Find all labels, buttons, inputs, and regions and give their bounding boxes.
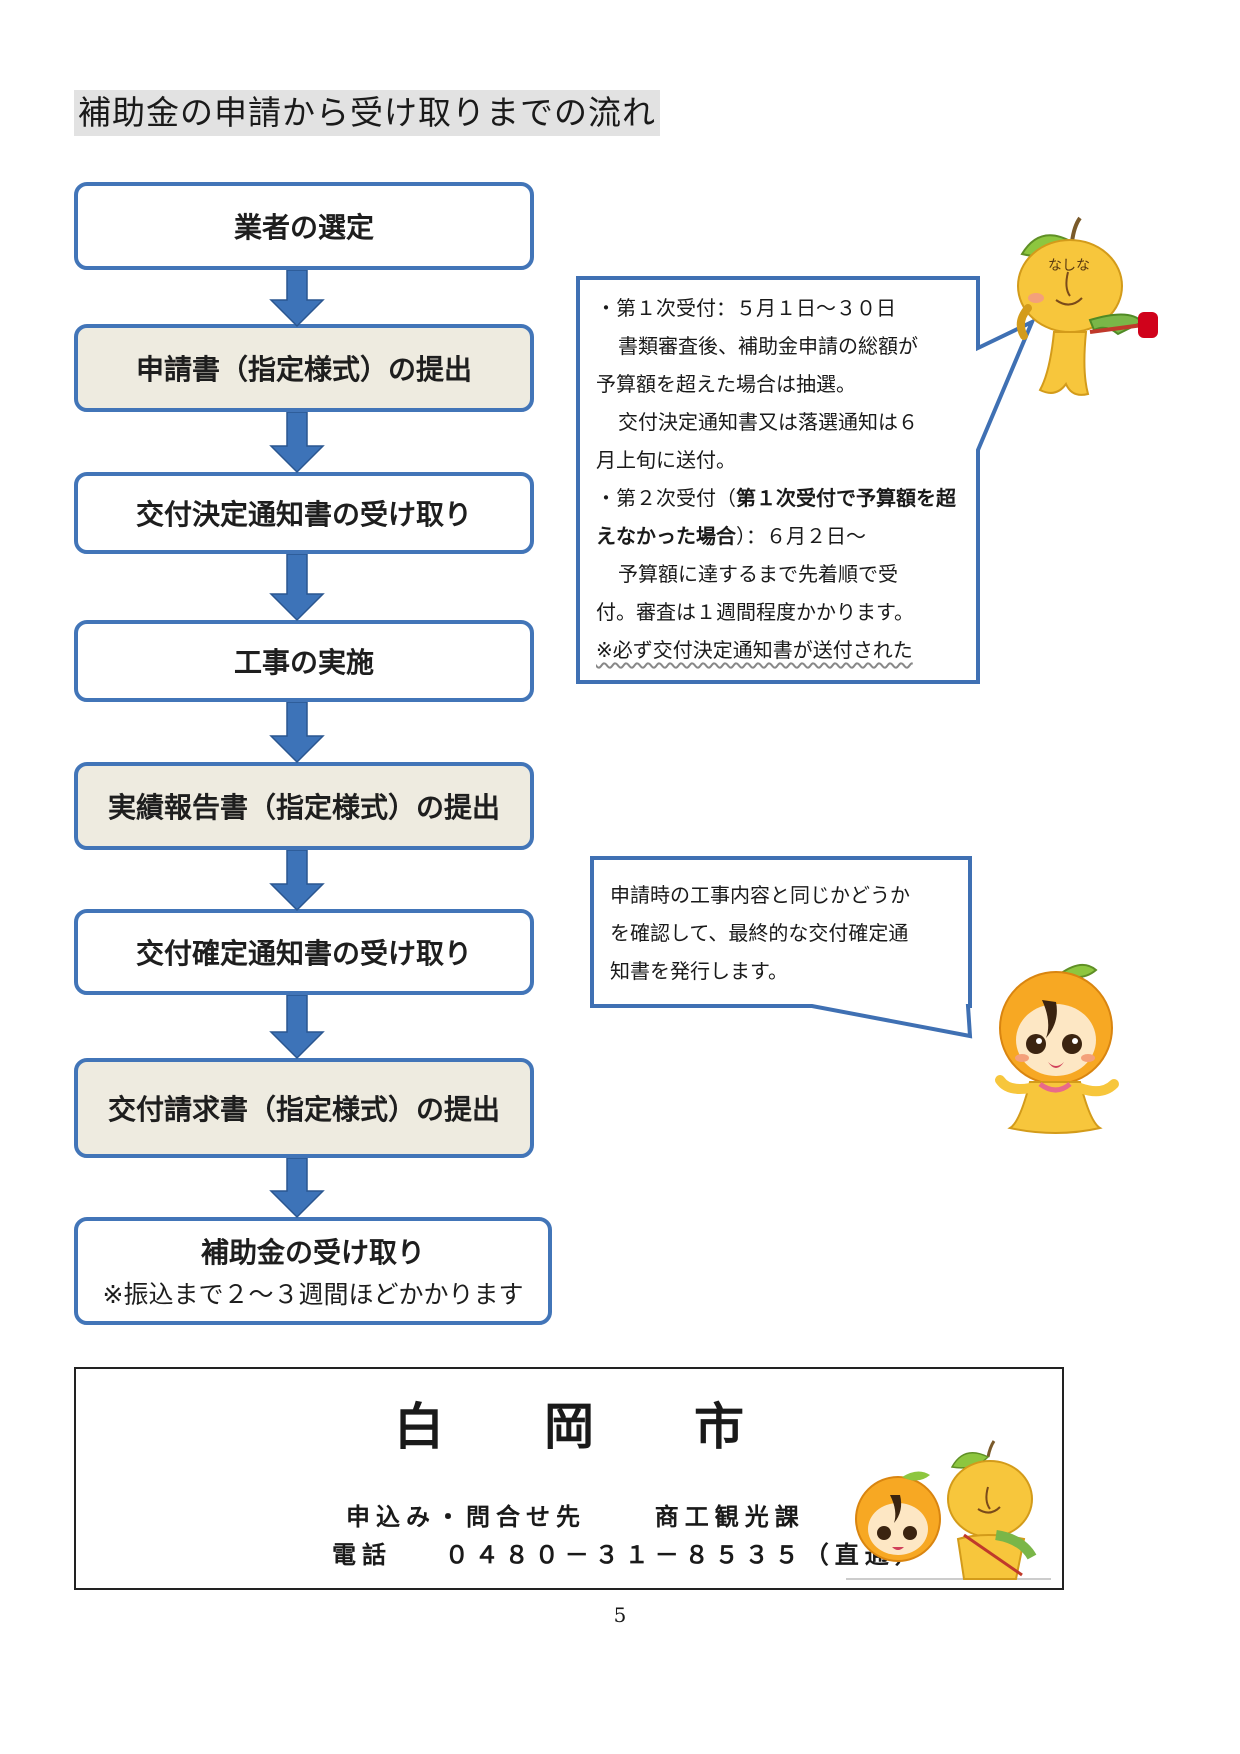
pear-mascot-illustration: なしな (1016, 216, 1158, 396)
callout-2-line-2: を確認して、最終的な交付確定通 (610, 921, 909, 945)
flow-step-5-label: 実績報告書（指定様式）の提出 (107, 791, 500, 824)
flow-step-6-label: 交付確定通知書の受け取り (135, 937, 472, 970)
flow-step-4: 工事の実施 (74, 620, 534, 702)
callout-1-line-7a: えなかった場合 (596, 524, 736, 548)
callout-2-line-1: 申請時の工事内容と同じかどうか (610, 883, 910, 907)
mascot-pair-illustration (846, 1440, 1051, 1580)
orange-mascot-illustration (995, 963, 1119, 1134)
mascot-text-1: なしな (1048, 258, 1090, 274)
department-name: 商工観光課 (654, 1503, 805, 1531)
flow-step-8-note: ※振込まで２～３週間ほどかかります (102, 1280, 524, 1309)
flow-step-6: 交付確定通知書の受け取り (74, 909, 534, 995)
page-heading: 補助金の申請から受け取りまでの流れ (74, 90, 660, 136)
flow-arrow-4 (269, 702, 325, 764)
flow-step-2: 申請書（指定様式）の提出 (74, 324, 534, 412)
flow-step-8: 補助金の受け取り ※振込まで２～３週間ほどかかります (74, 1217, 552, 1325)
callout-1-line-7b: ）：６月２日～ (736, 524, 866, 548)
flow-step-3: 交付決定通知書の受け取り (74, 472, 534, 554)
callout-1-line-5: 月上旬に送付。 (596, 448, 736, 472)
flow-step-2-label: 申請書（指定様式）の提出 (135, 353, 472, 386)
speech-bubble-1 (576, 276, 1036, 684)
city-name: 白岡市 (394, 1398, 844, 1456)
contact-label: 申込み・問合せ先 (346, 1503, 586, 1531)
flow-step-7-label: 交付請求書（指定様式）の提出 (107, 1093, 500, 1126)
contact-line-1: 申込み・問合せ先 商工観光課 (346, 1497, 805, 1532)
flow-step-8-label: 補助金の受け取り (200, 1236, 425, 1269)
flow-step-4-label: 工事の実施 (233, 646, 374, 679)
callout-1-line-2: 書類審査後、補助金申請の総額が (618, 334, 918, 358)
flow-arrow-3 (269, 554, 325, 622)
flow-step-5: 実績報告書（指定様式）の提出 (74, 762, 534, 850)
callout-1-text: ・第１次受付：５月１日～３０日 書類審査後、補助金申請の総額が 予算額を超えた場… (596, 289, 976, 681)
callout-1-line-6: ・第２次受付（第１次受付で予算額を超 (596, 479, 976, 517)
contact-line-2: 電話 ０４８０－３１－８５３５（直通） (332, 1535, 925, 1570)
phone-label: 電話 (332, 1541, 392, 1569)
callout-2-line-3: 知書を発行します。 (610, 959, 788, 983)
phone-number: ０４８０－３１－８５３５（直通） (444, 1541, 925, 1569)
callout-1-line-6b: 第１次受付で予算額を超 (736, 486, 956, 510)
flow-arrow-5 (269, 850, 325, 912)
callout-1-line-7: えなかった場合）：６月２日～ (596, 517, 976, 555)
page-number: 5 (613, 1603, 627, 1627)
callout-1-line-9: 付。審査は１週間程度かかります。 (596, 600, 914, 624)
speech-bubble-2 (590, 856, 973, 1039)
flow-arrow-6 (269, 995, 325, 1060)
flow-arrow-2 (269, 412, 325, 474)
callout-2-text: 申請時の工事内容と同じかどうか を確認して、最終的な交付確定通 知書を発行します… (610, 876, 950, 990)
callout-1-line-10: ※必ず交付決定通知書が送付された (596, 638, 913, 662)
callout-1-line-3: 予算額を超えた場合は抽選。 (596, 372, 856, 396)
flow-step-1-label: 業者の選定 (233, 211, 374, 244)
callout-1-line-6a: ・第２次受付（ (596, 486, 736, 510)
callout-1-line-8: 予算額に達するまで先着順で受 (618, 562, 898, 586)
callout-1-line-4: 交付決定通知書又は落選通知は６ (618, 410, 918, 434)
contact-box: 白岡市 申込み・問合せ先 商工観光課 電話 ０４８０－３１－８５３５（直通） (74, 1367, 1064, 1590)
flow-step-1: 業者の選定 (74, 182, 534, 270)
flow-step-7: 交付請求書（指定様式）の提出 (74, 1058, 534, 1158)
flow-arrow-7 (269, 1158, 325, 1219)
callout-1-line-1: ・第１次受付：５月１日～３０日 (596, 296, 896, 320)
flow-step-3-label: 交付決定通知書の受け取り (135, 498, 472, 531)
flow-arrow-1 (269, 270, 325, 328)
